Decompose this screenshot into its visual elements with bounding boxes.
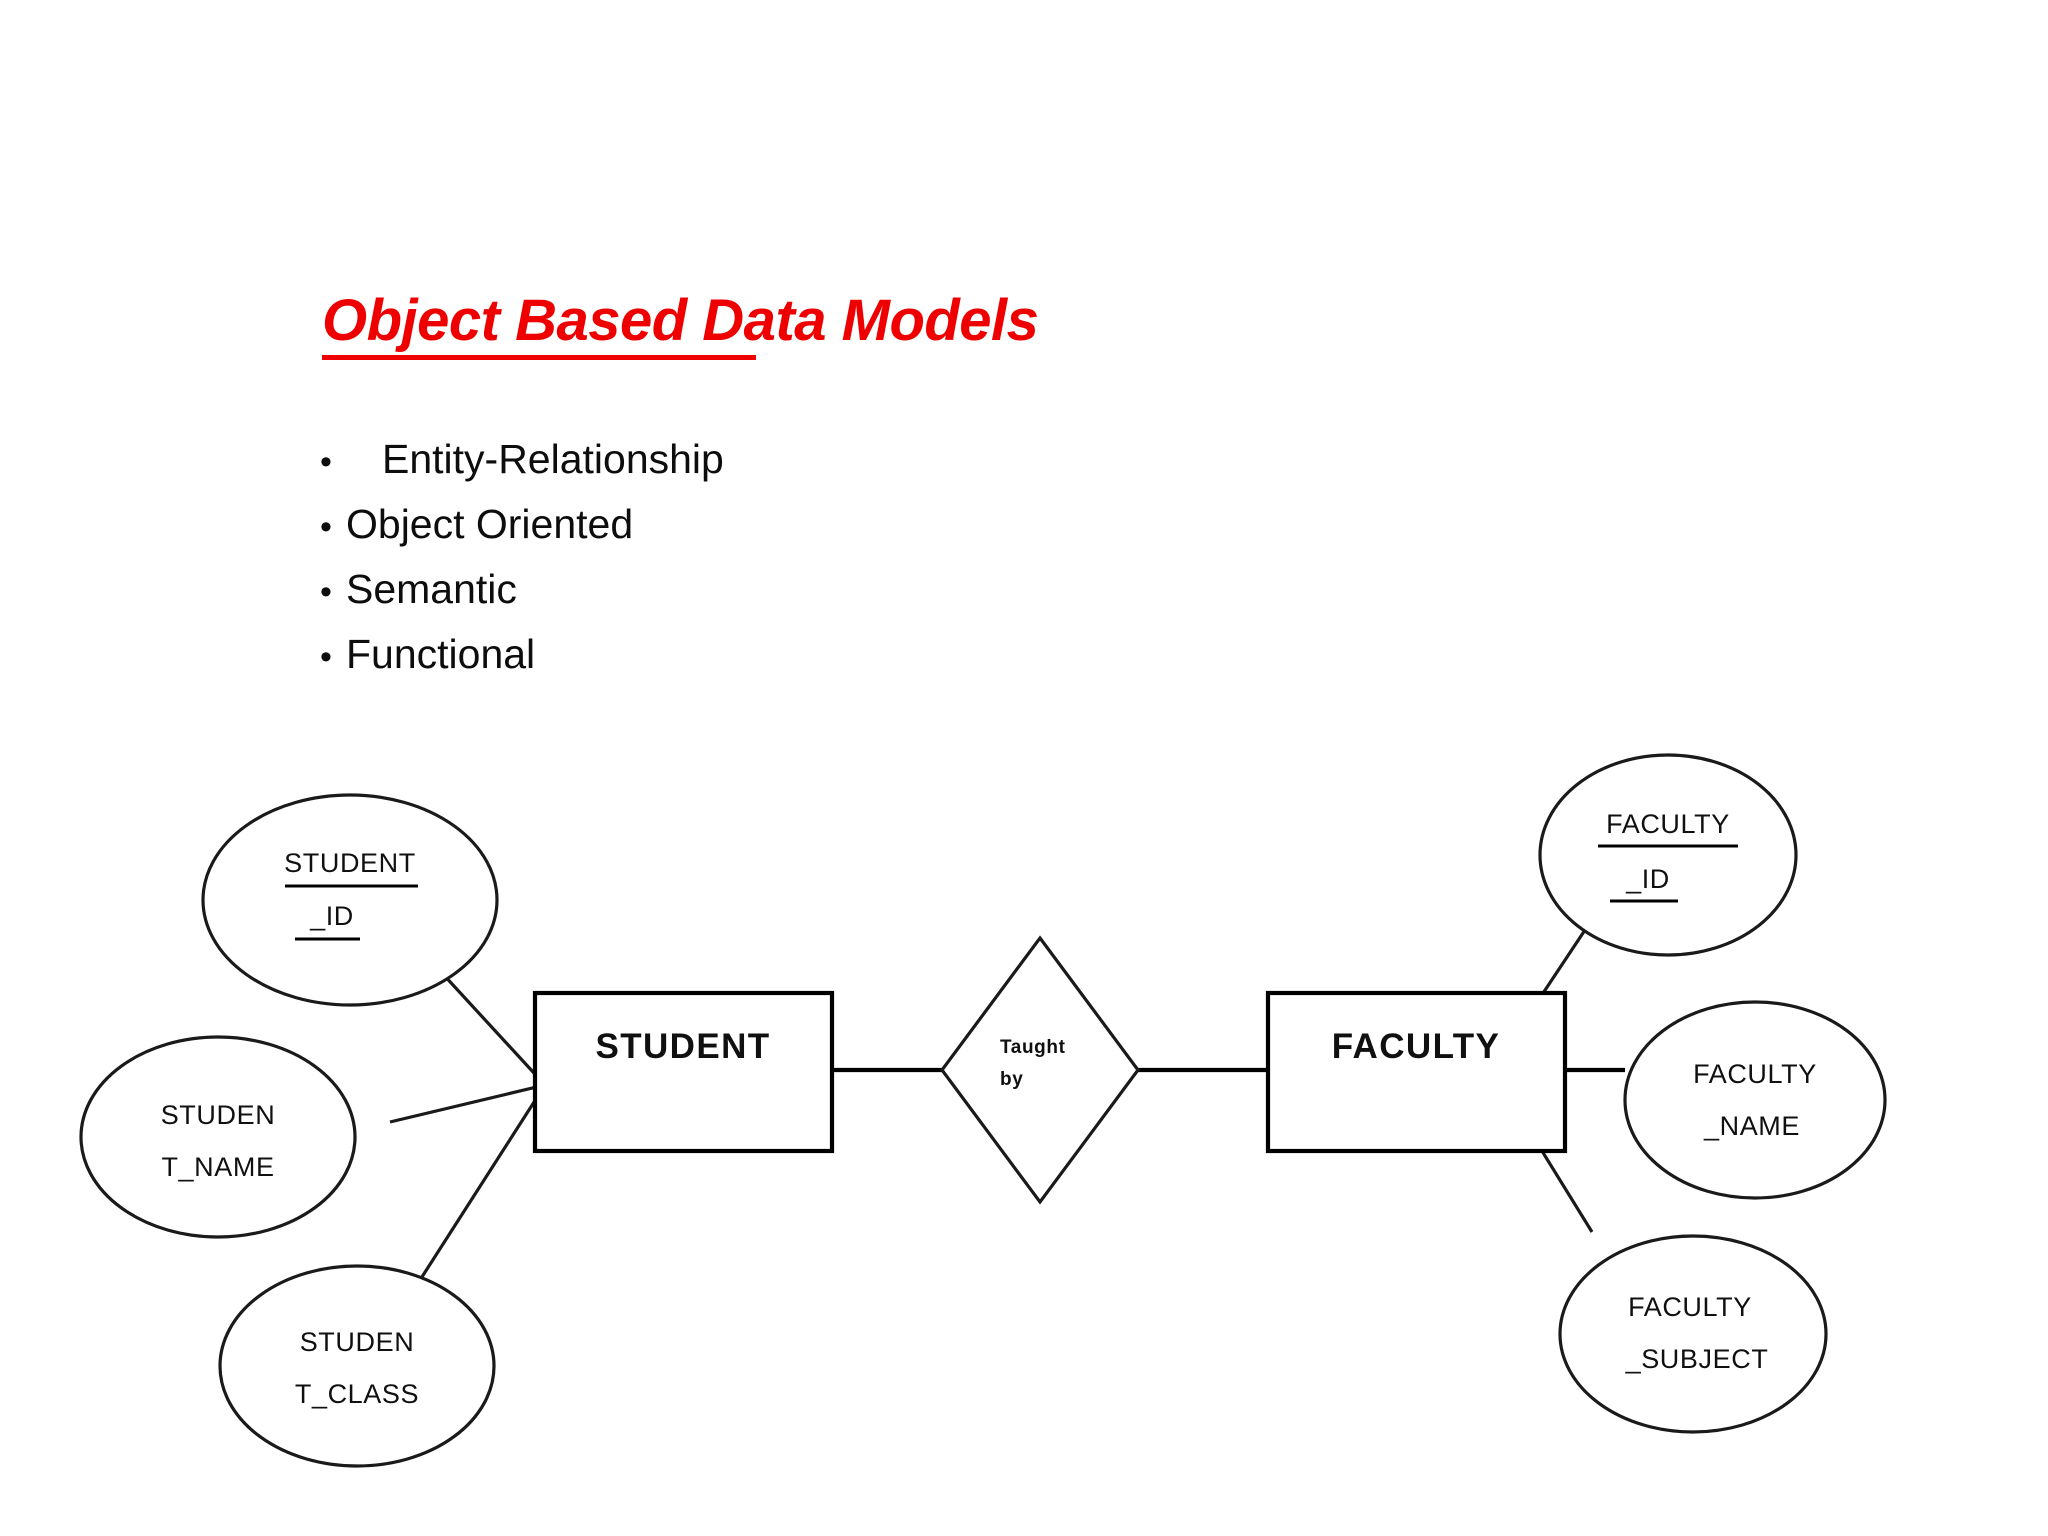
attribute-faculty-id[interactable]: FACULTY _ID [1538,753,1798,957]
attribute-label-line1: STUDENT [284,848,416,878]
attribute-label-line1: STUDEN [300,1327,415,1357]
attribute-student-class[interactable]: STUDEN T_CLASS [218,1264,496,1468]
relationship-label-line1: Taught [1000,1037,1066,1058]
attribute-label-line2: _ID [309,901,354,931]
attribute-ellipse [79,1035,357,1239]
list-item-label: Entity-Relationship [382,436,724,482]
list-item: • Functional [320,623,1220,688]
bullet-marker-icon: • [320,443,332,481]
attribute-label-line1: STUDEN [161,1100,276,1130]
attribute-faculty-subject[interactable]: FACULTY _SUBJECT [1558,1234,1828,1434]
list-item-label: Functional [346,631,536,677]
entity-student[interactable]: STUDENT [532,990,835,1154]
bullet-list: • Entity-Relationship • Object Oriented … [320,428,1220,688]
entity-box [532,990,835,1154]
attribute-faculty-name[interactable]: FACULTY _NAME [1623,1000,1887,1200]
edge-student-id [428,958,547,1087]
attribute-label-line2: T_CLASS [295,1379,419,1409]
attribute-label-line1: FACULTY [1606,809,1730,839]
bullet-marker-icon: • [320,638,332,676]
list-item: • Entity-Relationship [320,428,1220,493]
page-title: Object Based Data Models [322,288,1039,353]
bullet-marker-icon: • [320,508,332,546]
edge-student-class [418,1084,547,1281]
attribute-student-id[interactable]: STUDENT _ID [201,793,499,1007]
attribute-label-line2: T_NAME [161,1152,274,1182]
entity-faculty[interactable]: FACULTY [1265,990,1568,1154]
attribute-student-name[interactable]: STUDEN T_NAME [79,1035,357,1239]
entity-box [1265,990,1568,1154]
list-item: • Semantic [320,558,1220,623]
attribute-label-line1: FACULTY [1628,1292,1752,1322]
attribute-ellipse [1538,753,1798,957]
attribute-label-line2: _SUBJECT [1625,1344,1769,1374]
bullet-marker-icon: • [320,573,332,611]
title-underline [322,355,756,360]
relationship-taught-by[interactable]: Taught by [940,935,1140,1205]
attribute-label-line1: FACULTY [1693,1059,1817,1089]
attribute-ellipse [1558,1234,1828,1434]
list-item: • Object Oriented [320,493,1220,558]
entity-label: STUDENT [595,1027,770,1066]
list-item-label: Semantic [346,566,517,612]
entity-label: FACULTY [1332,1027,1501,1066]
attribute-label-line2: _NAME [1703,1111,1800,1141]
attribute-ellipse [1623,1000,1887,1200]
relationship-diamond [940,935,1140,1205]
relationship-label-line2: by [1000,1069,1023,1090]
list-item-label: Object Oriented [346,501,634,547]
attribute-ellipse [201,793,499,1007]
edge-student-name [389,1083,546,1124]
attribute-ellipse [218,1264,496,1468]
attribute-label-line2: _ID [1625,864,1670,894]
